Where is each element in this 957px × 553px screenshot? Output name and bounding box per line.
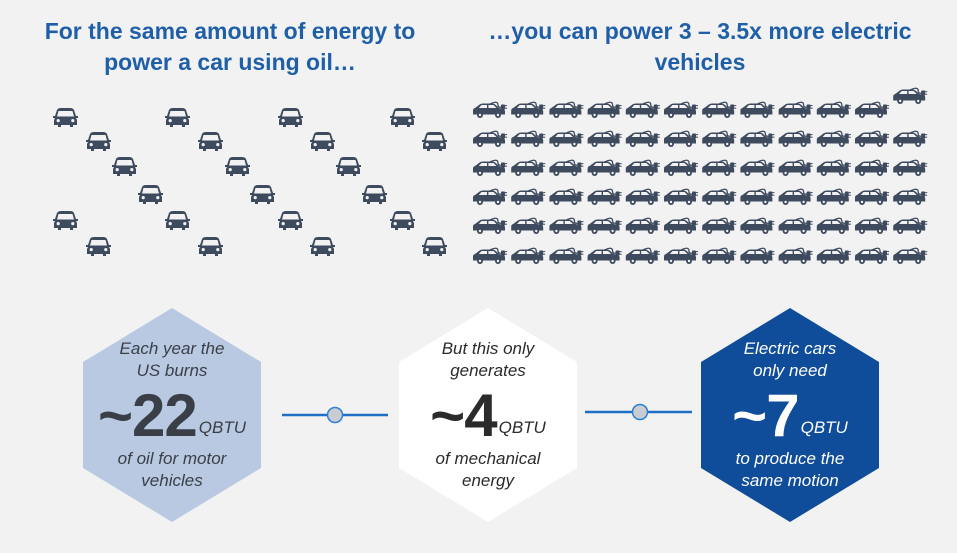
hex-ev-text-1: Electric cars (743, 339, 837, 358)
hex-oil-text-2: US burns (136, 361, 208, 380)
hex-mech-unit: QBTU (498, 418, 546, 437)
hex-mech-text-1: But this only (441, 339, 535, 358)
hex-ev-text-4: same motion (741, 471, 839, 490)
hex-mech-text-3: of mechanical (435, 449, 541, 468)
connector-node-1 (326, 406, 344, 424)
headline-electric: …you can power 3 – 3.5x more electric ve… (488, 18, 912, 75)
hex-mech-text-4: energy (462, 471, 514, 490)
hex-ev-unit: QBTU (800, 418, 848, 437)
hex-mechanical-energy: But this only generates ~4 QBTU of mecha… (399, 308, 577, 522)
hexagon-shape (701, 308, 879, 522)
hex-ev-text-3: to produce the (735, 449, 845, 468)
hex-ev-text-2: only need (753, 361, 827, 380)
hex-ev-number: ~7 (732, 382, 799, 449)
hex-oil-text-1: Each year the (119, 339, 225, 358)
hex-mech-text-2: generates (450, 361, 526, 380)
hex-oil-burned: Each year the US burns ~22 QBTU of oil f… (83, 308, 261, 522)
hex-electric-need: Electric cars only need ~7 QBTU to produ… (701, 308, 879, 522)
headline-oil: For the same amount of energy to power a… (44, 18, 416, 75)
hexagon-shape (83, 308, 261, 522)
hexagon-shape (399, 308, 577, 522)
hex-oil-text-4: vehicles (141, 471, 203, 490)
hex-mech-number: ~4 (430, 382, 497, 449)
hex-oil-unit: QBTU (198, 418, 246, 437)
hex-oil-text-3: of oil for motor (117, 449, 227, 468)
hex-oil-number: ~22 (97, 382, 198, 449)
connector-node-2 (631, 403, 649, 421)
